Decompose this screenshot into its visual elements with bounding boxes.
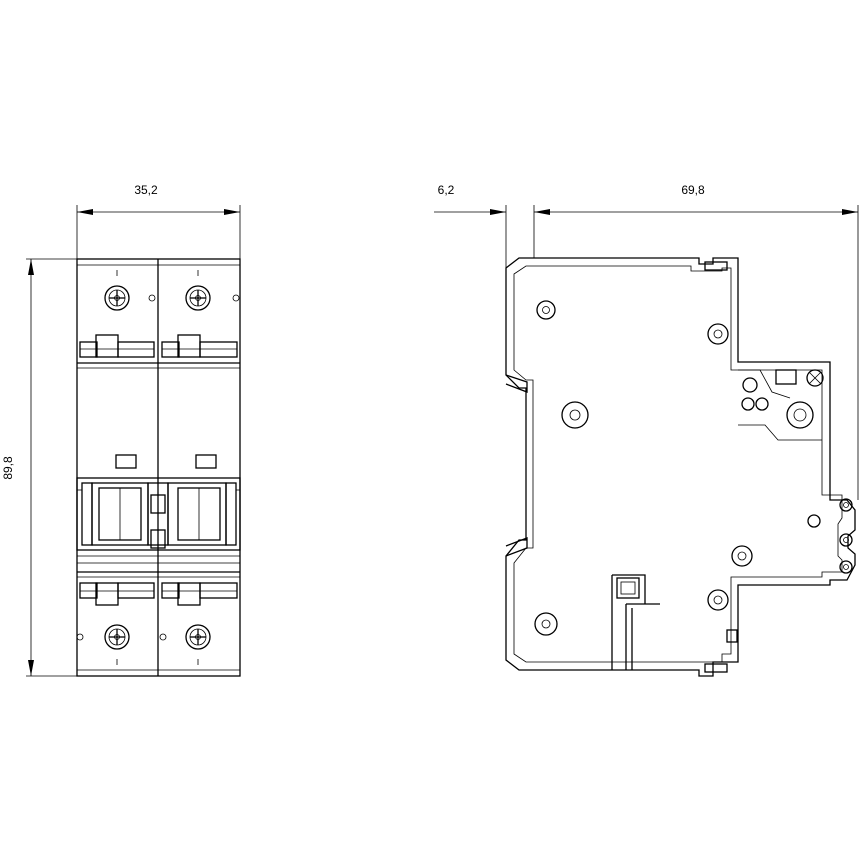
small-hole-bottom-right — [159, 633, 167, 641]
small-hole-top-right — [232, 294, 240, 302]
toggle-mechanism — [76, 477, 241, 551]
edge-knob-upper — [839, 498, 853, 512]
terminal-frame — [611, 574, 646, 670]
hole-mid-right — [731, 545, 753, 567]
edge-knob-bottom — [839, 560, 853, 574]
hole-lower-left — [534, 612, 558, 636]
dimension-label-height: 89,8 — [1, 456, 15, 480]
mechanism-cluster — [738, 369, 824, 441]
dimension-front-width: 35,2 — [76, 183, 241, 259]
dimension-label-offset: 6,2 — [438, 183, 455, 197]
screw-bottom-left — [104, 624, 130, 650]
side-profile-outline — [505, 257, 856, 677]
clamp-top-right — [161, 334, 238, 358]
hole-upper-right — [707, 323, 729, 345]
terminal-slot-inner — [620, 581, 636, 595]
indicator-window-left — [115, 454, 137, 469]
side-profile-inner — [513, 265, 843, 663]
bottom-notch — [704, 663, 728, 673]
dimension-label-depth: 69,8 — [681, 183, 705, 197]
dimension-label-width: 35,2 — [134, 183, 158, 197]
clamp-bottom-right — [161, 582, 238, 606]
small-hole-bottom-left — [76, 633, 84, 641]
rail-clip-top — [505, 374, 528, 393]
front-view — [76, 258, 241, 677]
rail-clip-bottom — [505, 537, 528, 557]
dimension-height: 89,8 — [1, 258, 77, 677]
small-hole-top-left — [148, 294, 156, 302]
terminal-slot — [616, 577, 640, 599]
hole-small — [807, 514, 821, 528]
hole-lower-right — [707, 589, 729, 611]
top-notch — [704, 261, 728, 271]
side-view — [505, 257, 856, 677]
screw-top-right — [185, 285, 211, 311]
hole-center-large — [561, 401, 589, 429]
indicator-window-right — [195, 454, 217, 469]
clamp-bottom-left — [79, 582, 155, 606]
edge-knob-lower — [839, 533, 853, 547]
lever — [625, 603, 660, 670]
clamp-top-left — [79, 334, 155, 358]
screw-bottom-right — [185, 624, 211, 650]
hole-upper-left — [536, 300, 556, 320]
screw-top-left — [104, 285, 130, 311]
latch — [726, 629, 738, 643]
dimension-side: 6,2 69,8 — [434, 183, 859, 500]
